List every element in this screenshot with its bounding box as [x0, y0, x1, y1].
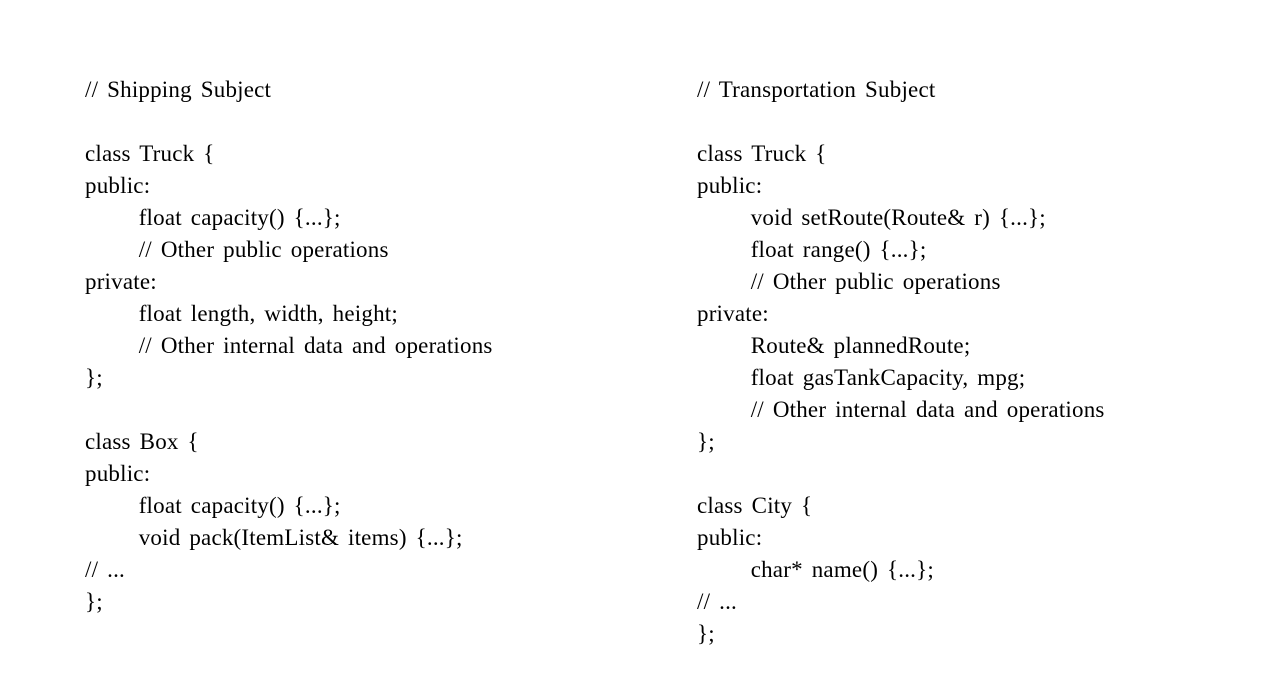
shipping-subject-code-listing: // Shipping Subject class Truck { public…: [85, 77, 493, 614]
transportation-subject-code-listing: // Transportation Subject class Truck { …: [697, 77, 1105, 646]
